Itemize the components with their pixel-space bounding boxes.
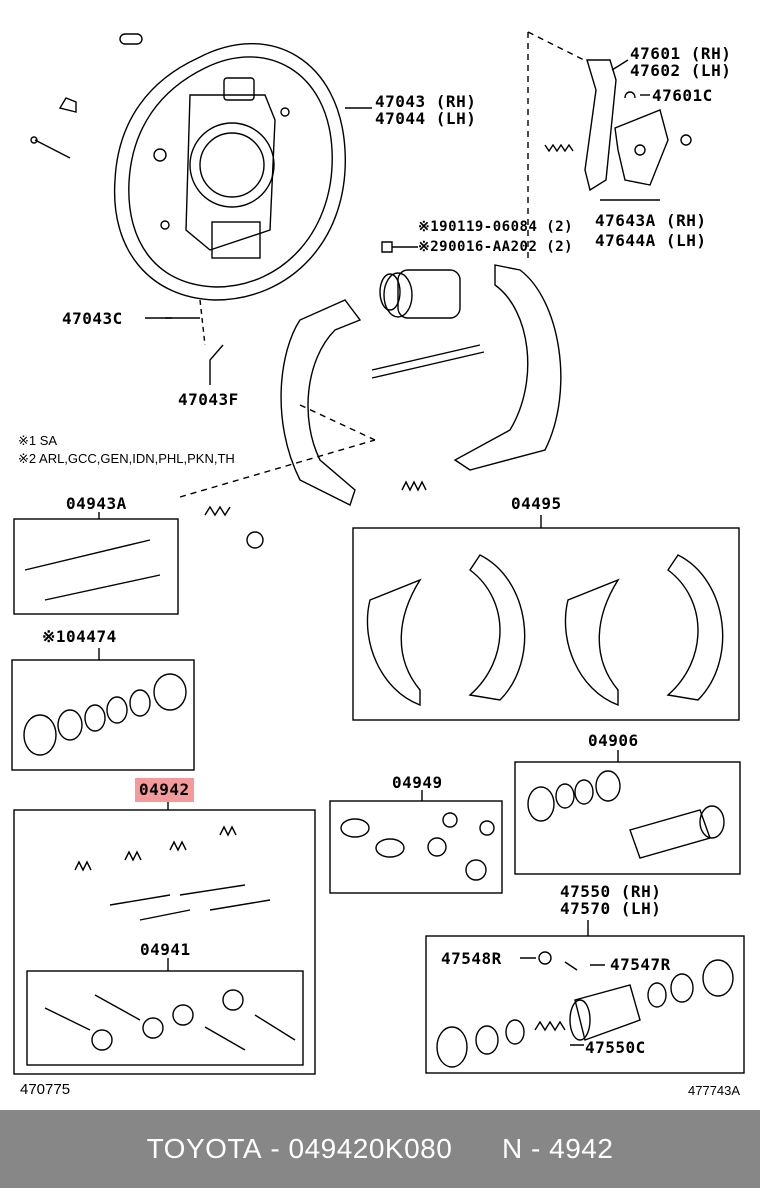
box-04906 <box>514 761 741 875</box>
label-lever-rh: 47601 (RH) <box>630 44 732 63</box>
diagram-code-right: 477743A <box>688 1083 741 1098</box>
label-backing-plate-rh: 47043 (RH) <box>375 92 477 111</box>
backing-plate-drawing <box>30 33 346 301</box>
label-kit-04906: 04906 <box>588 731 639 750</box>
label-kit-04474: ※104474 <box>42 627 117 646</box>
label-lever-sub-lh: 47644A (LH) <box>595 231 707 250</box>
label-cylinder-rh: 47550 (RH) <box>560 882 662 901</box>
highlighted-part-number: 04942 <box>135 778 194 802</box>
note-1: ※1 SA <box>18 433 58 448</box>
label-plug-f: 47043F <box>178 390 239 409</box>
box-04474 <box>11 659 195 771</box>
box-04941 <box>26 970 304 1066</box>
box-04943a <box>13 518 179 615</box>
label-kit-04943a: 04943A <box>66 494 127 513</box>
label-plug-c: 47043C <box>62 309 123 328</box>
label-bolt-1: ※190119-06084 (2) <box>418 219 574 235</box>
label-lever-clip: 47601C <box>652 86 713 105</box>
parking-lever-drawing <box>544 59 692 192</box>
banner-part-number: 049420K080 <box>288 1133 453 1164</box>
banner-ref: N - 4942 <box>502 1133 614 1164</box>
label-kit-04949: 04949 <box>392 773 443 792</box>
label-kit-04495: 04495 <box>511 494 562 513</box>
label-lever-sub-rh: 47643A (RH) <box>595 211 707 230</box>
label-bleeder-cap: 47547R <box>610 955 671 974</box>
banner-brand: TOYOTA <box>146 1133 263 1164</box>
note-2: ※2 ARL,GCC,GEN,IDN,PHL,PKN,TH <box>18 451 235 466</box>
box-04942 <box>13 809 316 1075</box>
label-cylinder-lh: 47570 (LH) <box>560 899 662 918</box>
label-kit-04942: 04942 <box>135 778 194 802</box>
brake-shoes-drawing <box>280 264 562 506</box>
label-backing-plate-lh: 47044 (LH) <box>375 109 477 128</box>
box-04495 <box>352 527 740 721</box>
diagram-code-left: 470775 <box>20 1081 71 1098</box>
label-kit-04941: 04941 <box>140 940 191 959</box>
part-banner: TOYOTA - 049420K080 N - 4942 <box>0 1110 760 1188</box>
label-lever-lh: 47602 (LH) <box>630 61 732 80</box>
label-bleeder: 47548R <box>441 949 502 968</box>
box-04949 <box>329 800 503 894</box>
label-cylinder-cup: 47550C <box>585 1038 646 1057</box>
brake-exploded-diagram <box>11 31 745 1075</box>
label-bolt-2: ※290016-AA202 (2) <box>418 239 574 255</box>
box-47550 <box>425 935 745 1074</box>
banner-gap <box>452 1133 502 1165</box>
wheel-cylinder-drawing <box>379 269 461 319</box>
banner-sep: - <box>262 1133 289 1164</box>
